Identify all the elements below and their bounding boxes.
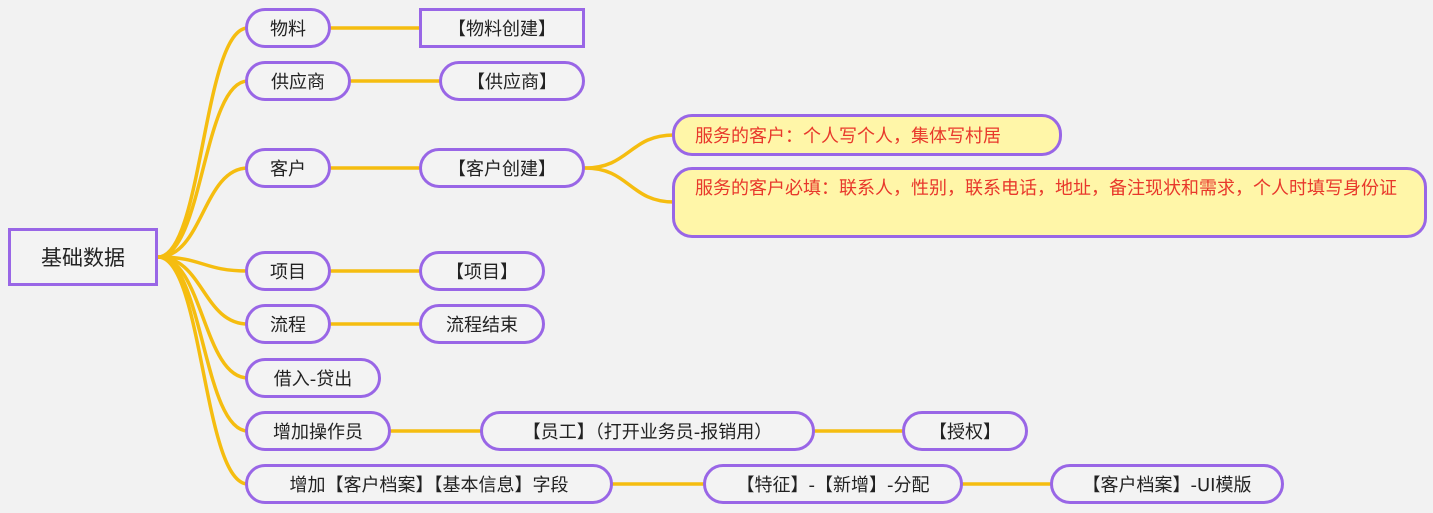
root-node[interactable]: 基础数据 [8, 228, 158, 286]
connector-root-branch-6 [156, 255, 250, 433]
branch-add-customer-field[interactable]: 增加【客户档案】【基本信息】字段 [245, 464, 613, 504]
connector-customer-note-2 [583, 166, 676, 204]
node-workflow-end[interactable]: 流程结束 [419, 304, 545, 344]
node-authorize[interactable]: 【授权】 [902, 411, 1028, 451]
node-customer-create[interactable]: 【客户创建】 [419, 148, 585, 188]
node-project[interactable]: 【项目】 [419, 251, 545, 291]
branch-project[interactable]: 项目 [245, 251, 331, 291]
node-material-create[interactable]: 【物料创建】 [419, 8, 585, 48]
branch-material[interactable]: 物料 [245, 8, 331, 48]
connector-root-branch-2 [156, 166, 250, 259]
note-service-customer: 服务的客户：个人写个人，集体写村居 [672, 114, 1062, 156]
branch-workflow[interactable]: 流程 [245, 304, 331, 344]
note-required-fields: 服务的客户必填：联系人，性别，联系电话，地址，备注现状和需求，个人时填写身份证 [672, 167, 1427, 238]
branch-supplier[interactable]: 供应商 [245, 61, 351, 101]
connector-root-branch-0 [156, 26, 250, 259]
branch-borrow-lend[interactable]: 借入-贷出 [245, 358, 381, 398]
connector-customer-note-1 [583, 133, 676, 170]
connector-root-branch-5 [156, 255, 250, 380]
connector-root-branch-7 [156, 255, 250, 486]
node-employee[interactable]: 【员工】（打开业务员-报销用） [480, 411, 815, 451]
node-customer-archive-ui[interactable]: 【客户档案】-UI模版 [1050, 464, 1284, 504]
branch-add-operator[interactable]: 增加操作员 [245, 411, 391, 451]
connector-root-branch-1 [156, 79, 250, 259]
node-feature-add[interactable]: 【特征】-【新增】-分配 [703, 464, 963, 504]
node-supplier[interactable]: 【供应商】 [439, 61, 585, 101]
branch-customer[interactable]: 客户 [245, 148, 331, 188]
